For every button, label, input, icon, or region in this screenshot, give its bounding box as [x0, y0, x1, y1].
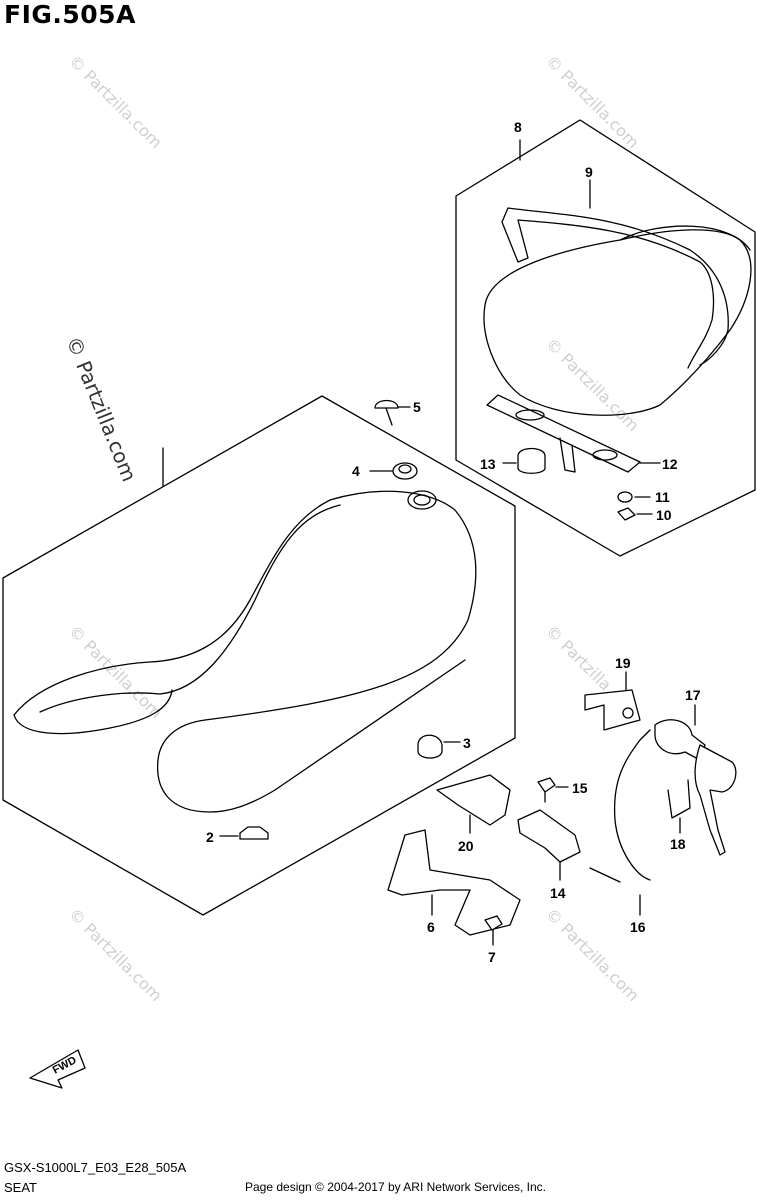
fwd-arrow-icon — [29, 1049, 86, 1089]
bracket-part-20 — [436, 774, 511, 826]
callout-20[interactable]: 20 — [458, 838, 474, 854]
watermark: © Partzilla.com — [542, 334, 643, 435]
retainer-ring — [407, 490, 437, 510]
callout-18[interactable]: 18 — [670, 836, 686, 852]
section-name: SEAT — [4, 1180, 37, 1195]
watermark: © Partzilla.com — [542, 51, 643, 152]
bracket-part-12 — [486, 394, 641, 473]
callout-10[interactable]: 10 — [656, 507, 672, 523]
figure-title: FIG.505A — [4, 0, 136, 29]
watermark-layer: © Partzilla.com © Partzilla.com © Partzi… — [65, 51, 643, 1005]
watermark: © Partzilla.com — [542, 904, 643, 1005]
watermark: © Partzilla.com — [65, 904, 166, 1005]
callout-5[interactable]: 5 — [413, 399, 421, 415]
callout-9[interactable]: 9 — [585, 164, 593, 180]
callout-4[interactable]: 4 — [352, 463, 360, 479]
hinge-part-6 — [387, 829, 521, 936]
bolt-part-5 — [374, 399, 399, 409]
callout-17[interactable]: 17 — [685, 687, 701, 703]
callout-12[interactable]: 12 — [662, 456, 678, 472]
callout-15[interactable]: 15 — [572, 780, 588, 796]
bolt-part-15 — [537, 777, 556, 793]
cushion-part-13 — [517, 447, 546, 474]
front-seat-box — [2, 395, 516, 916]
callout-3[interactable]: 3 — [463, 735, 471, 751]
plate-part-19 — [584, 689, 641, 731]
watermark: © Partzilla.com — [65, 51, 166, 152]
clip-part-18 — [667, 779, 691, 819]
watermark-large: © Partzilla.com — [61, 333, 141, 485]
cable-part-16 — [613, 739, 651, 881]
page-credit: Page design © 2004-2017 by ARI Network S… — [245, 1180, 547, 1194]
callout-2[interactable]: 2 — [206, 829, 214, 845]
callout-14[interactable]: 14 — [550, 885, 566, 901]
rear-seat-box — [455, 119, 756, 557]
key — [694, 744, 737, 856]
callout-6[interactable]: 6 — [427, 919, 435, 935]
watermark: © Partzilla.com — [65, 621, 166, 722]
callout-11[interactable]: 11 — [655, 489, 670, 505]
callout-8[interactable]: 8 — [514, 119, 522, 135]
callout-layer: 2 3 4 5 6 7 8 9 10 11 12 13 14 15 16 17 … — [206, 119, 701, 965]
grommet-part-2 — [239, 826, 269, 840]
bolt-part-7 — [484, 915, 503, 931]
callout-16[interactable]: 16 — [630, 919, 646, 935]
callout-13[interactable]: 13 — [480, 456, 496, 472]
nut-part-10 — [617, 507, 636, 521]
callout-7[interactable]: 7 — [488, 949, 496, 965]
callout-19[interactable]: 19 — [615, 655, 631, 671]
seat-ridge — [159, 504, 341, 695]
damper-part-3 — [417, 734, 443, 759]
latch-part-14 — [517, 809, 581, 863]
seat-nose-inner — [39, 692, 161, 713]
washer-part-11 — [617, 491, 633, 503]
rear-seat-part-8 — [483, 229, 752, 416]
model-code: GSX-S1000L7_E03_E28_505A — [4, 1160, 187, 1175]
seat-nose — [13, 689, 173, 735]
front-seat — [13, 490, 477, 813]
strap-part-9 — [501, 207, 729, 369]
